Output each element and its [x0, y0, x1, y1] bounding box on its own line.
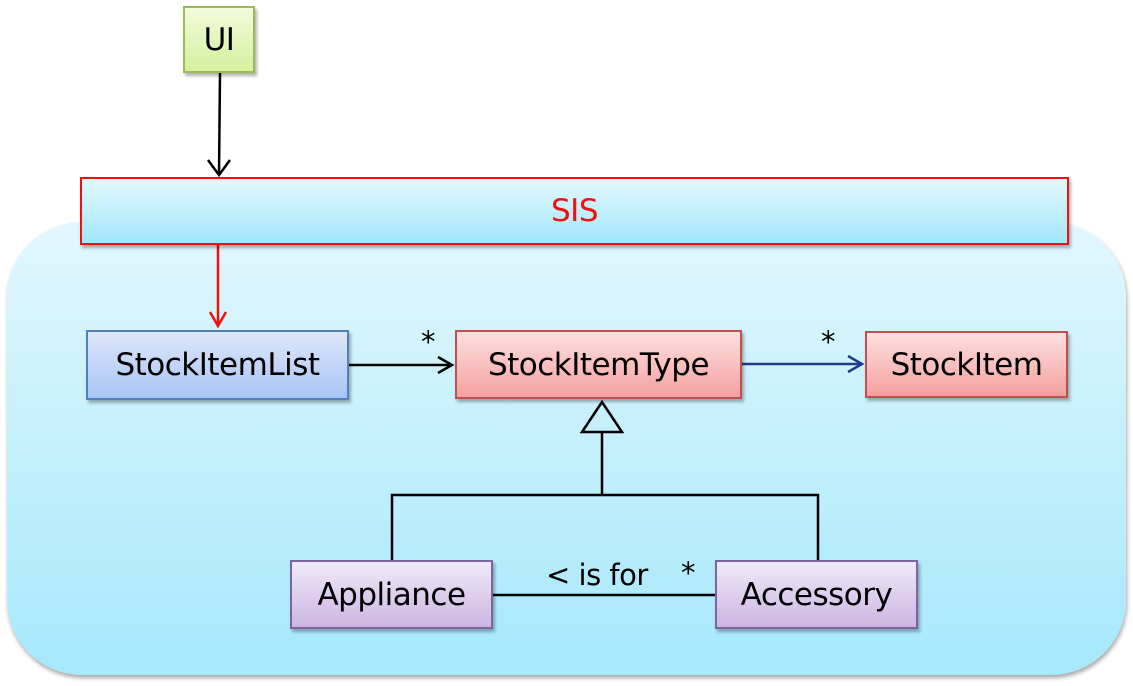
stock-item-list-class-box[interactable]: StockItemList	[86, 330, 349, 400]
generalization-triangle	[579, 399, 625, 434]
sis-to-list-arrowhead	[208, 311, 228, 329]
appliance-label: Appliance	[317, 576, 466, 613]
sis-component-boundary	[7, 222, 1126, 675]
stock-item-list-label: StockItemList	[115, 347, 320, 383]
ui-class-box[interactable]: UI	[183, 6, 255, 73]
multiplicity-type-item: *	[821, 325, 836, 359]
appliance-class-box[interactable]: Appliance	[290, 560, 493, 629]
stock-item-type-class-box[interactable]: StockItemType	[455, 330, 742, 399]
list-to-type-arrowhead	[437, 355, 455, 375]
type-to-item-arrowhead	[847, 354, 865, 374]
is-for-association-label: < is for	[546, 558, 648, 592]
stock-item-class-box[interactable]: StockItem	[865, 331, 1068, 398]
accessory-label: Accessory	[740, 576, 893, 613]
sis-label: SIS	[551, 193, 599, 229]
ui-to-sis-arrowhead	[206, 159, 232, 178]
ui-label: UI	[203, 21, 235, 58]
multiplicity-accessory: *	[681, 556, 696, 590]
stock-item-label: StockItem	[890, 346, 1043, 383]
sis-class-box[interactable]: SIS	[80, 177, 1069, 245]
multiplicity-list-type: *	[421, 325, 436, 359]
ui-to-sis-line	[217, 72, 222, 176]
generalization-branches	[390, 493, 820, 560]
stock-item-type-label: StockItemType	[487, 346, 710, 383]
accessory-class-box[interactable]: Accessory	[715, 560, 918, 629]
